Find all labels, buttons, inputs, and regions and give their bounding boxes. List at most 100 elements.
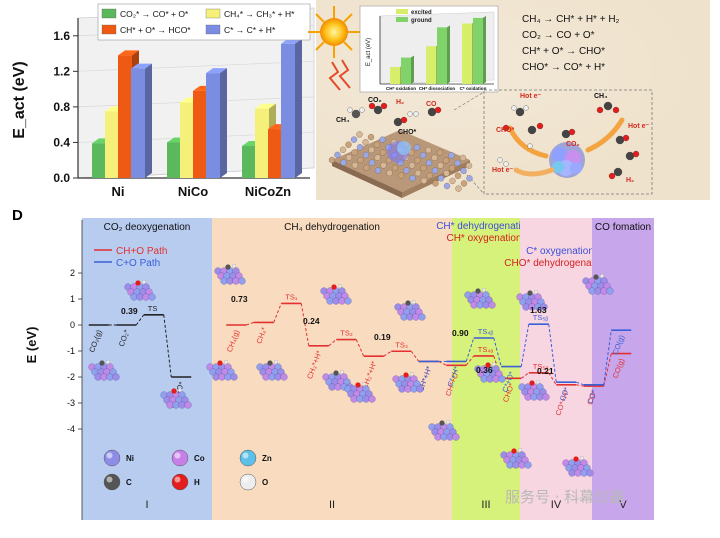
structure-thumbnail xyxy=(160,388,192,409)
atom-legend-entry: O xyxy=(239,473,268,491)
stage-title: CH* oxygenation xyxy=(446,233,521,244)
inset-category-label: CH* oxidation xyxy=(386,86,416,91)
y-tick-label: 1.2 xyxy=(53,64,70,78)
structure-thumbnail xyxy=(256,360,288,381)
structure-thumbnail xyxy=(88,360,120,381)
svg-text:O: O xyxy=(262,478,268,487)
inset-category-label: CH* dissociation xyxy=(419,86,456,91)
gridline xyxy=(77,60,315,72)
barrier-label: 0.21 xyxy=(537,366,554,376)
stage-title: C* oxygenation xyxy=(526,246,594,257)
y-tick-labels: 210-1-2-3-4 xyxy=(67,268,82,434)
bar xyxy=(281,38,302,179)
level-label: TS₁ xyxy=(285,292,298,301)
watermark: 服务号 · 科幕仪器 xyxy=(505,488,625,506)
structure-thumbnail xyxy=(344,382,376,403)
panel-d-letter: D xyxy=(12,207,23,224)
scene-label: CO xyxy=(426,101,437,108)
svg-text:CO₂* → CO* + O*: CO₂* → CO* + O* xyxy=(120,9,189,19)
sun-icon xyxy=(308,6,360,58)
y-tick-labels: 0.0 0.4 0.8 1.2 1.6 xyxy=(53,29,78,185)
stage-roman: III xyxy=(481,499,490,511)
svg-text:ground: ground xyxy=(411,18,432,24)
svg-text:C+O Path: C+O Path xyxy=(116,258,160,269)
structure-thumbnail xyxy=(516,290,548,311)
stage-roman: IV xyxy=(551,499,562,511)
legend-entry: C+O Path xyxy=(94,258,160,269)
structure-thumbnail xyxy=(428,420,460,441)
barrier-label: 0.90 xyxy=(452,328,469,338)
y-tick-label: 0.4 xyxy=(53,135,70,149)
bar-marks xyxy=(92,38,302,179)
stage-title: CHO* dehydrogenation xyxy=(504,258,607,269)
barrier-label: 1.63 xyxy=(530,305,547,315)
equation: CHO* → CO* + H* xyxy=(522,62,605,73)
light-rays xyxy=(328,59,351,91)
level-label: TS₅ₐ xyxy=(533,362,549,371)
barrier-label: 0.73 xyxy=(231,294,248,304)
barrier-label: 0.19 xyxy=(374,332,391,342)
bar xyxy=(206,68,227,178)
scene-label: CH₄ xyxy=(336,117,349,124)
y-tick-label: 0 xyxy=(70,320,75,330)
atom-legend-entry: Zn xyxy=(239,449,272,467)
structure-thumbnail xyxy=(206,360,238,381)
adsorbate-molecules xyxy=(347,101,640,180)
stage-title: CO₂ deoxygenation xyxy=(104,222,191,233)
nanocluster xyxy=(549,142,585,178)
svg-text:0.21: 0.21 xyxy=(537,366,554,376)
scene-label: Hot e⁻ xyxy=(628,123,650,130)
scene-label: Hot e⁻ xyxy=(492,167,514,174)
stage-title: CH* dehydrogenation xyxy=(436,221,532,232)
catalyst-slab xyxy=(328,130,473,198)
bar xyxy=(131,63,152,178)
barrier-labels: 0.39 0.73 0.24 0.19 0.90 0.36 1.63 0.21 xyxy=(121,294,554,376)
svg-text:0.73: 0.73 xyxy=(231,294,248,304)
scene-label: CO₂ xyxy=(368,97,382,104)
legend-entry: CH₄* → CH₃* + H* xyxy=(205,8,295,19)
inset-legend-entry: excited xyxy=(396,9,432,16)
y-tick-label: 0.8 xyxy=(53,100,70,114)
structure-thumbnail xyxy=(394,300,426,321)
svg-text:Ni: Ni xyxy=(126,454,134,463)
svg-text:C* → C* + H*: C* → C* + H* xyxy=(224,25,276,35)
structure-thumbnails xyxy=(88,264,614,477)
structure-thumbnail xyxy=(474,362,506,383)
level-label: TS₅ᵦ xyxy=(533,313,549,322)
svg-text:0.39: 0.39 xyxy=(121,306,138,316)
y-tick-label: -2 xyxy=(67,372,75,382)
category-label: NiCo xyxy=(178,184,208,199)
barrier-label: 0.24 xyxy=(303,316,320,326)
structure-thumbnail xyxy=(322,370,354,391)
svg-text:Co: Co xyxy=(194,454,205,463)
inset-y-label: E_act (eV) xyxy=(366,38,372,66)
svg-text:0.19: 0.19 xyxy=(374,332,391,342)
inset-bar xyxy=(437,25,450,84)
barrier-label: 0.36 xyxy=(476,365,493,375)
y-tick-label: 0.0 xyxy=(53,171,70,185)
inset-bar xyxy=(401,55,414,84)
stage-roman: V xyxy=(619,499,627,511)
y-axis-label: E (eV) xyxy=(24,327,39,364)
y-tick-label: 1 xyxy=(70,294,75,304)
level-label: TS₃ xyxy=(395,340,408,349)
equation: CH* + O* → CHO* xyxy=(522,46,605,57)
atom-legend-entry: H xyxy=(171,473,200,491)
structure-thumbnail xyxy=(464,288,496,309)
equation: CH₄ → CH* + H* + H₂ xyxy=(522,14,620,25)
atom-legend-entry: Co xyxy=(171,449,205,467)
svg-text:H: H xyxy=(194,478,200,487)
y-tick-label: 1.6 xyxy=(53,29,70,43)
stage-roman: II xyxy=(329,499,335,511)
svg-text:CH+O Path: CH+O Path xyxy=(116,246,167,257)
